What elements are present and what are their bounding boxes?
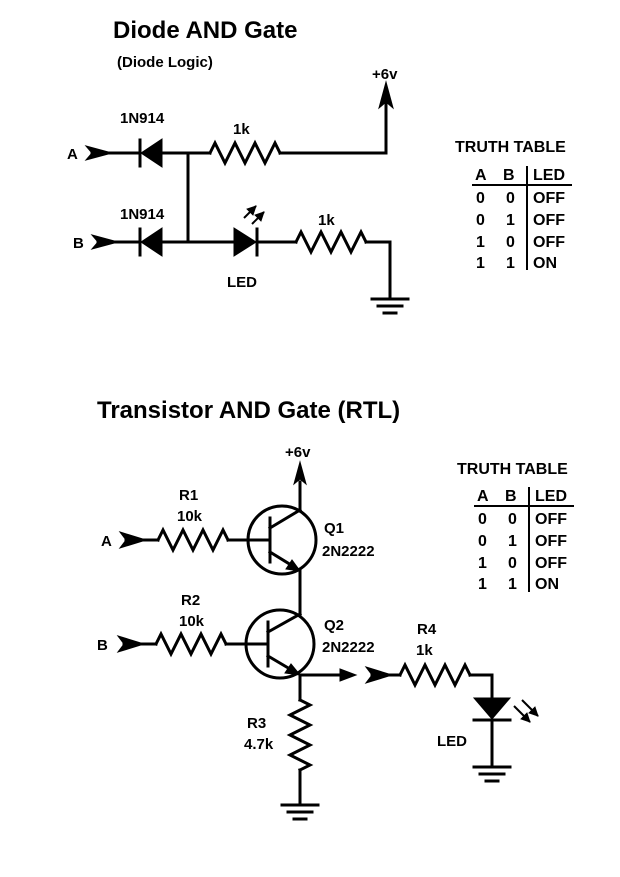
transistor-supply-label: +6v xyxy=(285,444,311,461)
input-b-label: B xyxy=(73,235,84,252)
pullup-resistor-label: 1k xyxy=(233,121,250,138)
r4-value-label: 1k xyxy=(416,642,433,659)
rtl-input-a-label: A xyxy=(101,533,112,550)
diode-tt-r1-a: 0 xyxy=(476,190,485,207)
transistor-q1 xyxy=(246,504,318,576)
diode-tt-r1-b: 0 xyxy=(506,190,515,207)
diode-tt-r3-b: 0 xyxy=(506,234,515,251)
transistor-supply-arrow xyxy=(293,460,307,512)
q2-part-label: 2N2222 xyxy=(322,639,375,656)
led-resistor-label: 1k xyxy=(318,212,335,229)
pullup-resistor xyxy=(186,80,394,167)
diode-tt-header-a: A xyxy=(475,167,487,184)
diode-led-label: LED xyxy=(227,274,257,291)
output-wire-to-r4 xyxy=(298,666,402,684)
diode-supply-label: +6v xyxy=(372,66,398,83)
rtl-tt-r3-b: 0 xyxy=(508,555,517,572)
diode-tt-r4-led: ON xyxy=(533,255,557,272)
rtl-tt-r1-led: OFF xyxy=(535,511,567,528)
resistor-r1 xyxy=(155,526,272,554)
q1-name-label: Q1 xyxy=(324,520,344,537)
rtl-tt-r2-led: OFF xyxy=(535,533,567,550)
resistor-r2 xyxy=(153,630,270,658)
input-a-arrow xyxy=(84,145,140,161)
rtl-tt-r2-a: 0 xyxy=(478,533,487,550)
rtl-tt-r4-led: ON xyxy=(535,576,559,593)
diode-tt-r2-led: OFF xyxy=(533,212,565,229)
r1-value-label: 10k xyxy=(177,508,203,525)
diode-gate-subtitle: (Diode Logic) xyxy=(117,54,213,71)
rtl-tt-r3-a: 1 xyxy=(478,555,487,572)
diode-gate-title: Diode AND Gate xyxy=(113,17,297,44)
led-resistor xyxy=(293,228,392,300)
rtl-tt-header-a: A xyxy=(477,488,489,505)
rtl-tt-r4-b: 1 xyxy=(508,576,517,593)
rtl-tt-header-led: LED xyxy=(535,488,567,505)
diode-gate-led xyxy=(233,205,298,257)
diode-tt-header-led: LED xyxy=(533,167,565,184)
rtl-tt-r4-a: 1 xyxy=(478,576,487,593)
diode-truth-table-title: TRUTH TABLE xyxy=(455,139,566,156)
transistor-truth-table: TRUTH TABLE A B LED 0 0 OFF 0 1 OFF 1 0 … xyxy=(457,461,574,593)
diode-and-gate: Diode AND Gate (Diode Logic) A 1N914 B 1… xyxy=(67,17,572,315)
r4-name-label: R4 xyxy=(417,621,437,638)
r3-value-label: 4.7k xyxy=(244,736,274,753)
diode-tt-r3-led: OFF xyxy=(533,234,565,251)
rtl-r3-ground xyxy=(280,803,320,821)
r2-value-label: 10k xyxy=(179,613,205,630)
r2-name-label: R2 xyxy=(181,592,200,609)
diode-tt-header-b: B xyxy=(503,167,515,184)
input-b-arrow xyxy=(90,234,140,250)
rtl-input-b-label: B xyxy=(97,637,108,654)
rtl-tt-r2-b: 1 xyxy=(508,533,517,550)
resistor-r3 xyxy=(286,697,314,806)
rtl-tt-r3-led: OFF xyxy=(535,555,567,572)
diode-d1 xyxy=(138,138,190,168)
rtl-tt-header-b: B xyxy=(505,488,517,505)
rtl-tt-r1-b: 0 xyxy=(508,511,517,528)
diode-tt-r4-b: 1 xyxy=(506,255,515,272)
rtl-truth-table-title: TRUTH TABLE xyxy=(457,461,568,478)
r3-name-label: R3 xyxy=(247,715,266,732)
rtl-led xyxy=(472,697,539,768)
diode-tt-r2-a: 0 xyxy=(476,212,485,229)
diode-d2-label: 1N914 xyxy=(120,206,165,223)
transistor-q2 xyxy=(244,608,316,680)
rtl-input-b-arrow xyxy=(116,635,158,653)
diode-tt-r2-b: 1 xyxy=(506,212,515,229)
rtl-tt-r1-a: 0 xyxy=(478,511,487,528)
r1-name-label: R1 xyxy=(179,487,198,504)
diode-tt-r3-a: 1 xyxy=(476,234,485,251)
q1-part-label: 2N2222 xyxy=(322,543,375,560)
rtl-input-a-arrow xyxy=(118,531,160,549)
input-a-label: A xyxy=(67,146,78,163)
rtl-led-ground xyxy=(472,765,512,783)
diode-tt-r4-a: 1 xyxy=(476,255,485,272)
diode-d2 xyxy=(138,227,234,257)
transistor-and-gate: Transistor AND Gate (RTL) +6v A R1 10k Q… xyxy=(97,397,574,821)
diode-tt-r1-led: OFF xyxy=(533,190,565,207)
q2-name-label: Q2 xyxy=(324,617,344,634)
diode-truth-table: TRUTH TABLE A B LED 0 0 OFF 0 1 OFF 1 0 … xyxy=(455,139,572,272)
diode-gate-ground xyxy=(370,297,410,315)
rtl-led-label: LED xyxy=(437,733,467,750)
resistor-r4 xyxy=(397,661,494,700)
transistor-gate-title: Transistor AND Gate (RTL) xyxy=(97,397,400,424)
diode-d1-label: 1N914 xyxy=(120,110,165,127)
